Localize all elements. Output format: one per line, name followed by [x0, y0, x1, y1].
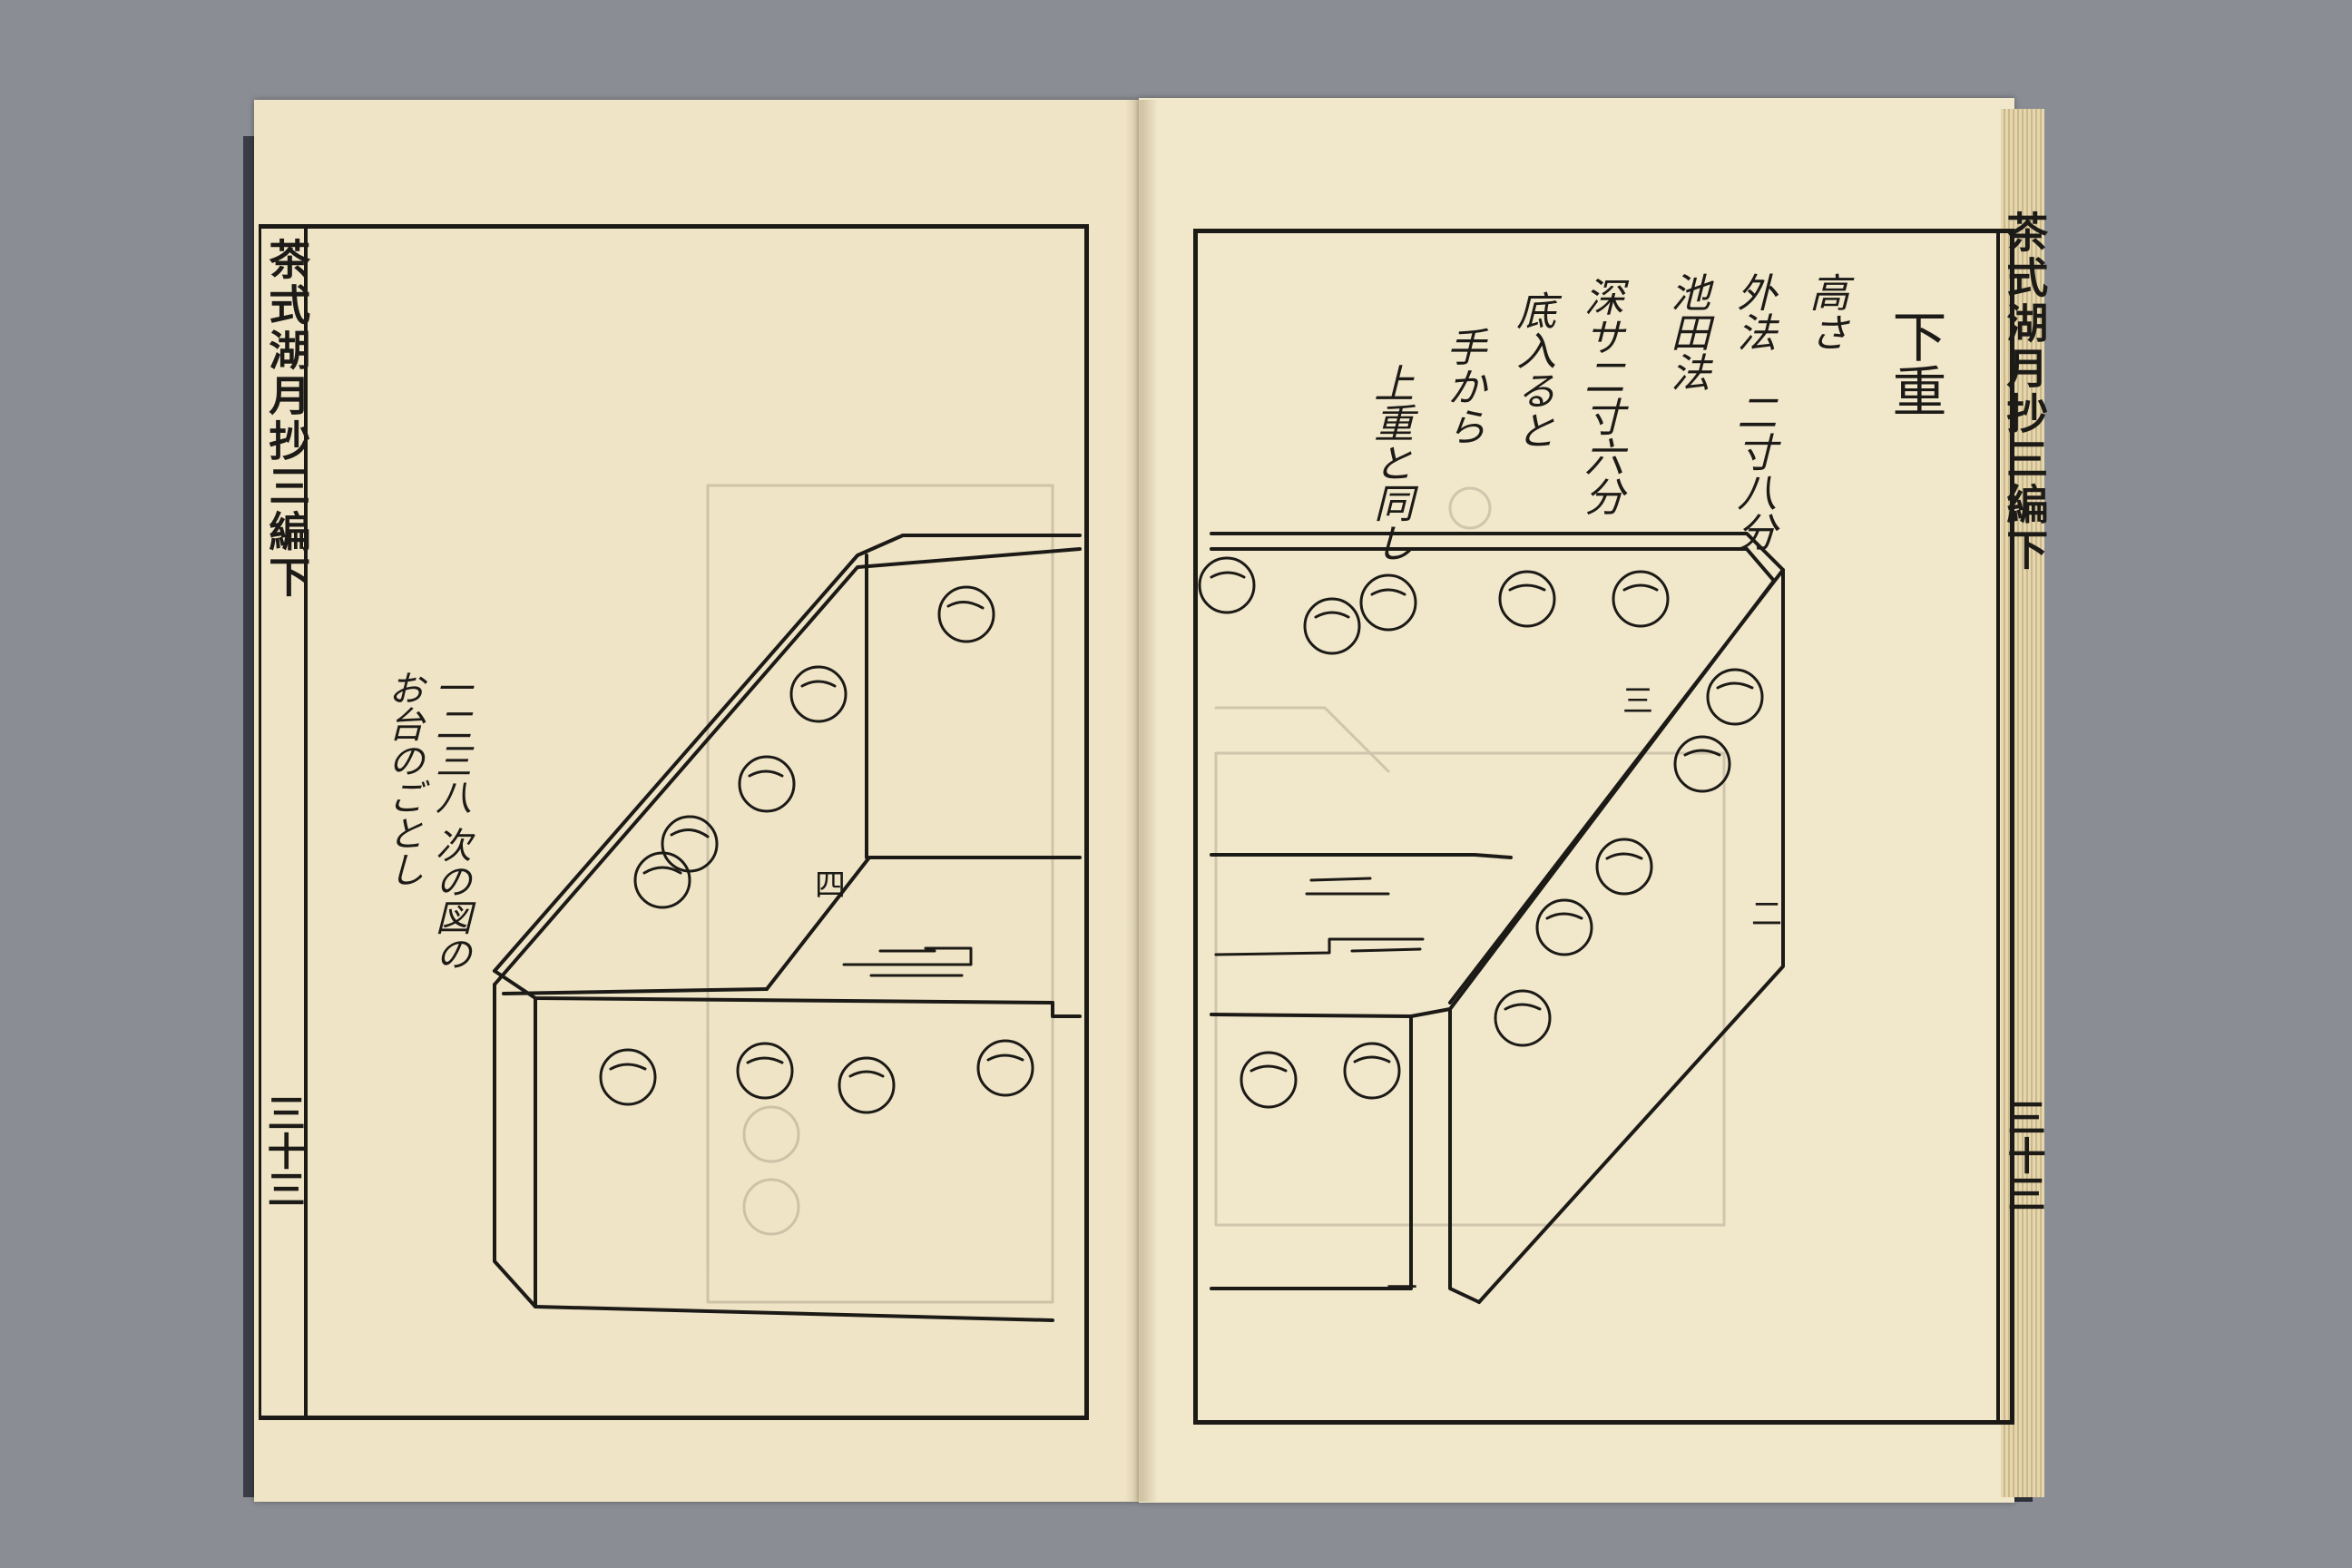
left-running-head: 茶式湖月抄三編下: [262, 238, 312, 601]
label-four: 四: [815, 867, 846, 904]
left-page-border: [259, 224, 1089, 1420]
label-one: 一: [1387, 1270, 1417, 1307]
right-hashira-rule: [1996, 229, 2000, 1425]
label-two: 二: [1751, 897, 1782, 933]
right-folio: 三十三: [2002, 1098, 2047, 1212]
left-note-line: 一二三八 次の図の: [429, 670, 471, 972]
right-page: [1139, 98, 2014, 1503]
note-line: 池田法: [1663, 272, 1710, 392]
left-note-line: お台のごとし: [382, 670, 424, 887]
book-gutter: [1125, 100, 1158, 1502]
note-line: 深サ二寸六分: [1577, 277, 1624, 516]
note-line: 外法 二寸八分: [1730, 272, 1777, 552]
left-page: [254, 100, 1139, 1502]
left-hashira-rule: [304, 224, 308, 1420]
note-line: 底入ると: [1509, 290, 1556, 450]
page-fore-edge: [2001, 109, 2044, 1497]
box-left-back-top: [493, 534, 1082, 973]
note-line: 手から: [1439, 327, 1486, 446]
note-line: 高さ: [1802, 272, 1849, 352]
section-title: 下重: [1883, 309, 1946, 417]
label-three: 三: [1622, 683, 1653, 720]
right-running-head: 茶式湖月抄三編下: [2000, 211, 2050, 573]
left-folio: 三十三: [261, 1093, 307, 1208]
right-page-border: [1193, 229, 2014, 1425]
note-line: 上重と同し: [1367, 363, 1414, 563]
